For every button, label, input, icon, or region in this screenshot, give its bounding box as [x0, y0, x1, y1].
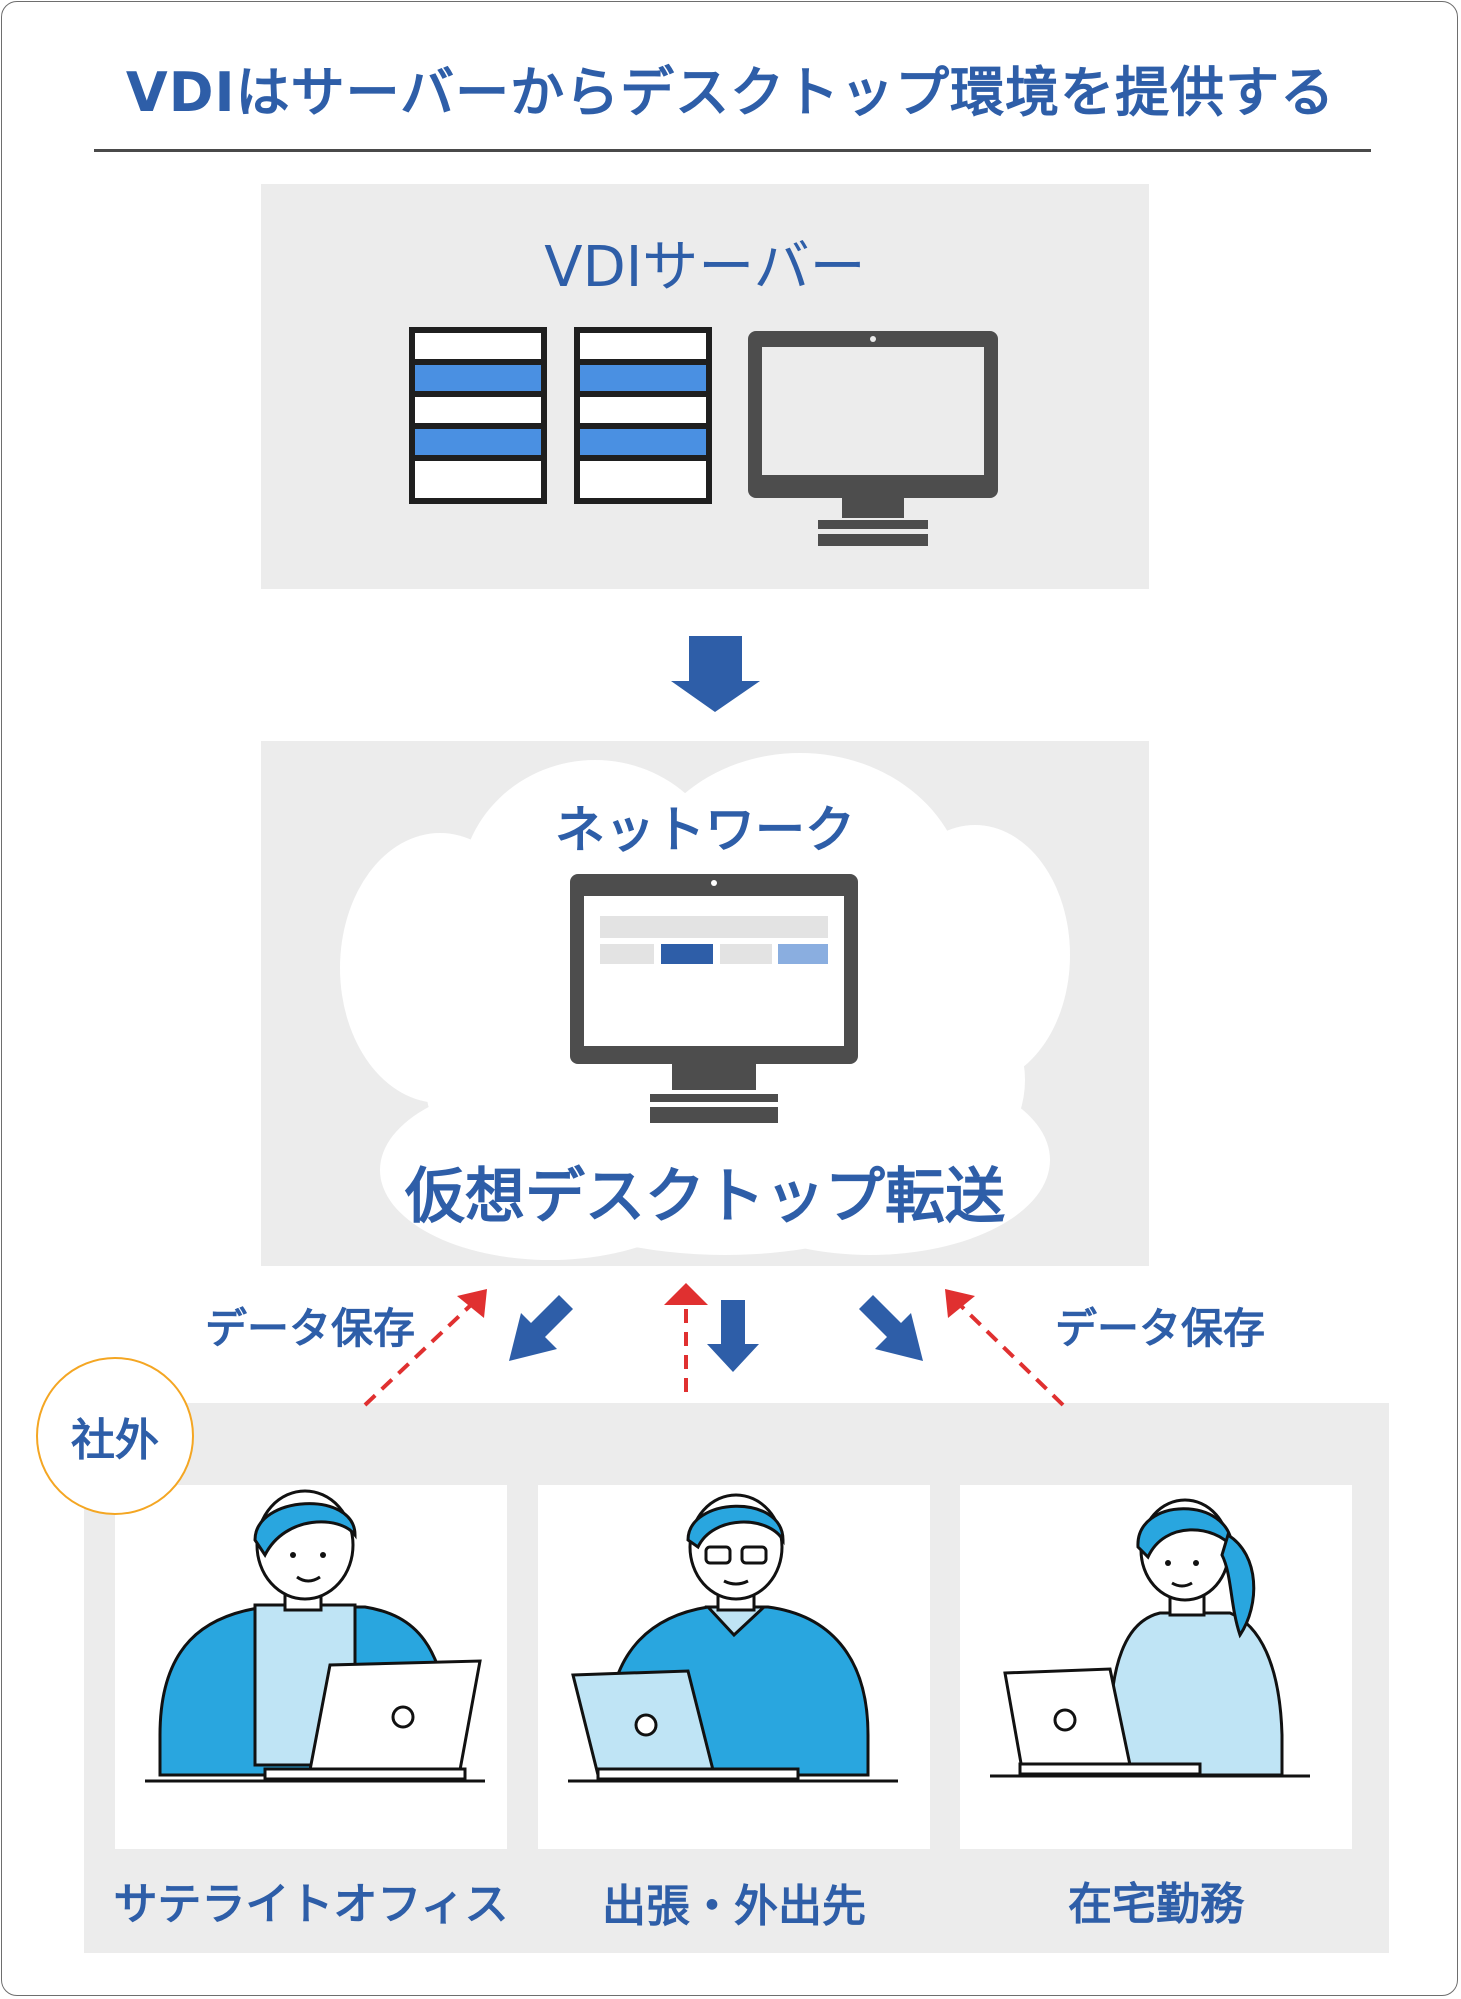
- person-card-business-trip: [538, 1485, 930, 1849]
- person-at-laptop-icon: [568, 1493, 898, 1783]
- data-save-label-left: データ保存: [204, 1304, 415, 1353]
- virtual-desktop-monitor-icon: [570, 874, 858, 1123]
- data-save-arrow-center: [664, 1283, 708, 1392]
- transfer-arrow-left-icon: [509, 1295, 573, 1361]
- person-card-remote-work: [960, 1485, 1352, 1849]
- location-label-business-trip: 出張・外出先: [602, 1881, 866, 1932]
- person-card-satellite-office: [115, 1485, 507, 1849]
- title-divider: [94, 149, 1371, 152]
- data-save-arrow-left: [363, 1289, 487, 1407]
- transfer-arrow-center-icon: [707, 1300, 759, 1372]
- transfer-arrow-right-icon: [859, 1295, 923, 1361]
- outside-company-badge: 社外: [36, 1357, 194, 1515]
- location-label-remote-work: 在宅勤務: [1068, 1879, 1244, 1930]
- person-at-laptop-icon: [990, 1498, 1310, 1778]
- virtual-desktop-transfer-label: 仮想デスクトップ転送: [405, 1162, 1005, 1232]
- vdi-server-label: VDIサーバー: [544, 235, 866, 300]
- data-save-label-right: データ保存: [1054, 1304, 1265, 1353]
- diagram-title: VDIはサーバーからデスクトップ環境を提供する: [125, 61, 1336, 124]
- server-rack-icon: [574, 327, 712, 504]
- arrow-down-icon: [671, 636, 760, 712]
- server-rack-icon: [409, 327, 547, 504]
- network-label: ネットワーク: [555, 801, 855, 859]
- server-monitor-icon: [748, 331, 998, 546]
- location-label-satellite-office: サテライトオフィス: [113, 1879, 509, 1930]
- data-save-arrow-right: [945, 1289, 1065, 1407]
- person-at-laptop-icon: [145, 1489, 485, 1783]
